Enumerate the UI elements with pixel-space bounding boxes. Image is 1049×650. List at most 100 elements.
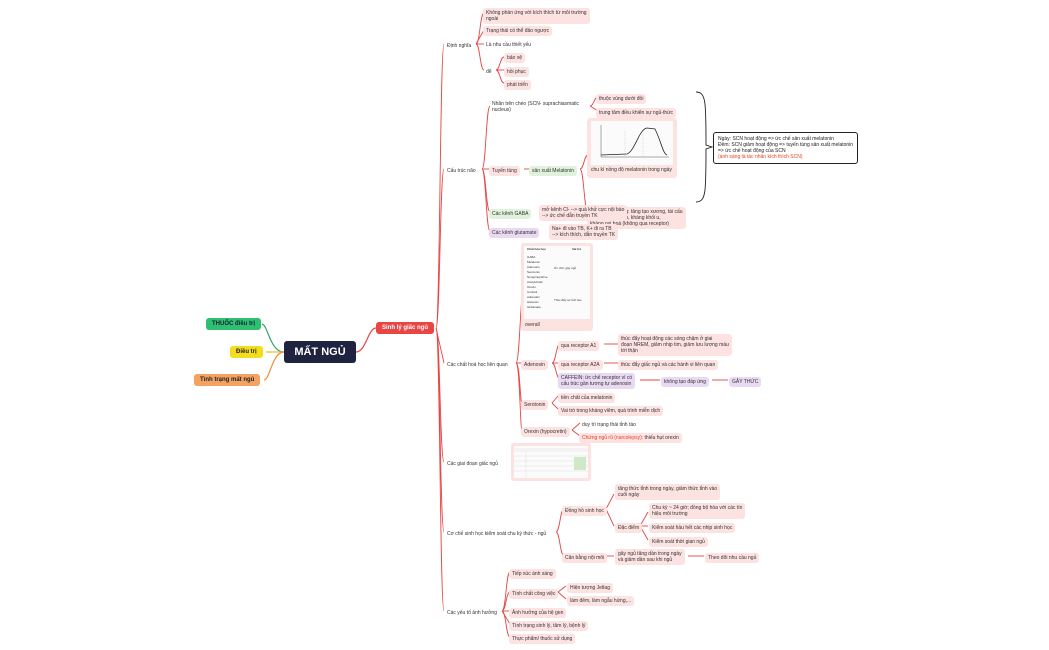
node-receptor-a1[interactable]: qua receptor A1: [558, 341, 600, 351]
node-adenosin[interactable]: Adenosin: [521, 360, 548, 370]
link-giaidoan: [435, 327, 445, 463]
node-thuc-pham-thuoc[interactable]: Thực phẩm/ thuốc sử dụng: [509, 634, 576, 644]
link-dinhnghia: [435, 43, 445, 329]
node-thoi-gian-ngu[interactable]: Kiểm soát thời gian ngủ: [649, 537, 708, 547]
node-dac-diem[interactable]: Đặc điểm: [615, 523, 643, 533]
text-line: CAFFEIN: ức chế receptor vì có: [561, 375, 633, 381]
text-line: Ngày: SCN hoạt động => ức chế sản xuất m…: [718, 136, 834, 142]
node-tien-chat-melatonin[interactable]: tiền chất của melatonin: [558, 393, 616, 403]
root-node[interactable]: MẤT NGỦ: [284, 341, 356, 363]
text-line: Na+ đi vào TB, K+ đi ra TB: [552, 226, 612, 232]
note-brace: [695, 91, 714, 203]
node-lam-dem[interactable]: làm đêm, làm ngẫu hứng,...: [567, 596, 635, 606]
text-line: --> ức chế dẫn truyền TK: [542, 213, 598, 219]
node-caffein[interactable]: CAFFEIN: ức chế receptor vì có cấu trúc …: [558, 373, 636, 389]
text-line: và giảm dần sau khi ngủ: [618, 557, 673, 563]
node-overall[interactable]: overall: [525, 322, 540, 328]
node-nhip-sinh-hoc[interactable]: Kiểm soát hầu hết các nhịp sinh học: [649, 523, 736, 533]
node-orexin[interactable]: Orexin (hypocretin): [521, 427, 570, 437]
node-nhu-cau[interactable]: Là nhu cầu thiết yếu: [486, 42, 532, 48]
table-role-alert: Thúc đẩy sự tỉnh táo: [554, 298, 582, 302]
node-hoi-phuc[interactable]: hồi phục: [504, 67, 529, 77]
node-phat-trien[interactable]: phát triển: [504, 80, 531, 90]
node-vung-duoi-doi[interactable]: thuộc vùng dưới đồi: [596, 94, 647, 104]
text-line: hiệu môi trường: [652, 511, 688, 517]
node-bao-ve[interactable]: bảo vệ: [504, 53, 526, 63]
node-dieu-tri[interactable]: Điều trị: [230, 346, 263, 358]
link-thuoc: [261, 323, 285, 353]
text-red: Chứng ngủ rũ (narcolepsy):: [582, 435, 644, 441]
node-cong-viec[interactable]: Tính chất công việc: [509, 589, 559, 599]
node-anh-sang[interactable]: Tiếp xúc ánh sáng: [509, 569, 556, 579]
node-a1-desc[interactable]: thúc đẩy hoạt động các sóng chậm ở giai …: [618, 334, 732, 356]
text-line: Đêm: SCN giảm hoạt động => tuyến tùng sả…: [718, 142, 854, 148]
node-tuyen-tung[interactable]: Tuyến tùng: [489, 166, 520, 176]
table-row: Acetylcholin: [527, 280, 544, 284]
node-sinh-ly-tam-ly[interactable]: Tình trạng sinh lý, tâm lý, bệnh lý: [509, 621, 589, 631]
sleep-stage-table-svg: [514, 448, 588, 478]
node-gay-ngu-tang-dan[interactable]: gây ngủ tăng dần trong ngày và giảm dần …: [615, 549, 685, 565]
text-line: thúc đẩy hoạt động các sóng chậm ở giai: [621, 336, 713, 342]
table-row: GABA: [527, 255, 536, 259]
text-line: thiếu hụt orexin: [644, 435, 679, 441]
node-dao-nguoc[interactable]: Trạng thái có thể đảo ngược: [483, 26, 553, 36]
node-sinh-ly-giac-ngu[interactable]: Sinh lý giấc ngủ: [376, 322, 435, 334]
text-line: Chu kỳ ~ 24 giờ; đồng bộ hóa với các tín: [652, 505, 743, 511]
node-tang-thuc-tinh[interactable]: tăng thức tỉnh trong ngày, giảm thức tỉn…: [615, 484, 721, 500]
node-kenh-glutamate[interactable]: Các kênh glutamate: [489, 228, 540, 238]
node-khong-phan-ung[interactable]: Không phản ứng với kích thích từ môi trư…: [483, 8, 590, 24]
melatonin-curve-svg: [600, 125, 669, 158]
melatonin-chart: [591, 121, 673, 165]
node-dinh-nghia[interactable]: Định nghĩa: [447, 43, 472, 49]
text-line: kháng oxi hoá (không qua receptor): [590, 221, 669, 227]
text-line: Nhiều chức năng: tăng tạo xương, tái cấu: [590, 209, 683, 215]
table-row: Adenosin: [527, 265, 540, 269]
text-line: tới thận: [621, 348, 638, 354]
text-line: (ánh sáng là tác nhân kích thích SCN): [718, 154, 803, 160]
node-a2a-desc[interactable]: thúc đẩy giấc ngủ và các hành vi liên qu…: [618, 360, 719, 370]
node-jetlag[interactable]: Hiện tượng Jetlag: [567, 583, 613, 593]
node-gay-thuc[interactable]: GÂY THỨC: [729, 377, 762, 387]
node-khong-dap-ung[interactable]: không tạo đáp ứng: [661, 377, 709, 387]
table-row: Histamin: [527, 300, 539, 304]
node-nhan-tren-cheo[interactable]: Nhân trên chéo (SCN- suprachiasmatic nuc…: [489, 99, 582, 115]
node-theo-doi-nhu-cau[interactable]: Theo dõi nhu cầu ngủ: [705, 553, 760, 563]
node-can-bang-noi-moi[interactable]: Cân bằng nội môi: [562, 553, 608, 563]
node-chu-ky-melatonin[interactable]: chu kì nồng độ melatonin trong ngày: [591, 167, 672, 173]
table-head-chemical: Chất hóa học: [527, 247, 547, 251]
node-dong-ho-sinh-hoc[interactable]: Đồng hồ sinh học: [562, 506, 607, 516]
text-line: gây ngủ tăng dần trong ngày: [618, 551, 682, 557]
table-row: Glutamate: [527, 305, 541, 309]
node-khang-viem[interactable]: Vai trò trong kháng viêm, quá trình miễn…: [558, 406, 664, 416]
node-trung-tam-ngu-thuc[interactable]: trung tâm điều khiển sự ngủ-thức: [596, 108, 676, 118]
sleep-stage-table-card: [511, 443, 591, 481]
table-row: Norepinephrine: [527, 275, 548, 279]
table-row: Cortisol: [527, 290, 538, 294]
node-chung-ngu-ru[interactable]: Chứng ngủ rũ (narcolepsy): thiếu hụt ore…: [579, 433, 682, 443]
text-line: cuối ngày: [618, 492, 640, 498]
node-kenh-gaba[interactable]: Các kênh GABA: [489, 209, 532, 219]
node-receptor-a2a[interactable]: qua receptor A2A: [558, 360, 603, 370]
node-chat-hoa-hoc[interactable]: Các chất hoá học liên quan: [447, 362, 508, 368]
table-role-inhibit: Ức chế, gây ngủ: [554, 266, 577, 270]
node-chu-ky-24h[interactable]: Chu kỳ ~ 24 giờ; đồng bộ hóa với các tín…: [649, 503, 746, 519]
table-row: Adrenalin: [527, 295, 540, 299]
node-san-xuat-melatonin[interactable]: sản xuất Melatonin: [529, 166, 577, 176]
node-duy-tri-tinh-tao[interactable]: duy trì trạng thái tỉnh táo: [582, 422, 636, 428]
node-he-gen[interactable]: Ảnh hưởng của hệ gen: [509, 608, 567, 618]
text-line: ngoài: [486, 16, 499, 22]
node-thuoc-dieu-tri[interactable]: THUỐC điều trị: [206, 318, 261, 330]
sleep-stage-table: [514, 446, 588, 478]
table-head-role: Vai trò: [572, 247, 582, 251]
node-giai-doan[interactable]: Các giai đoạn giấc ngủ: [447, 461, 498, 467]
node-glutamate-desc[interactable]: Na+ đi vào TB, K+ đi ra TB --> kích thíc…: [549, 224, 619, 240]
node-co-che-sinh-hoc[interactable]: Cơ chế sinh học kiểm soát chu kỳ thức - …: [447, 531, 547, 537]
node-cau-truc-nao[interactable]: Cấu trúc não: [447, 168, 476, 174]
node-tinh-trang[interactable]: Tình trạng mất ngủ: [194, 374, 261, 386]
text-line: Nhân trên chéo (SCN- suprachiasmatic: [492, 101, 579, 107]
note-scn-melatonin: Ngày: SCN hoạt động => ức chế sản xuất m…: [713, 132, 859, 164]
node-de[interactable]: để: [486, 69, 492, 75]
node-yeu-to[interactable]: Các yếu tố ảnh hưởng: [447, 610, 497, 616]
node-serotonin[interactable]: Serotonin: [521, 400, 549, 410]
node-gaba-desc[interactable]: mở kênh Cl- --> quá khử cực nội bào --> …: [539, 205, 628, 221]
